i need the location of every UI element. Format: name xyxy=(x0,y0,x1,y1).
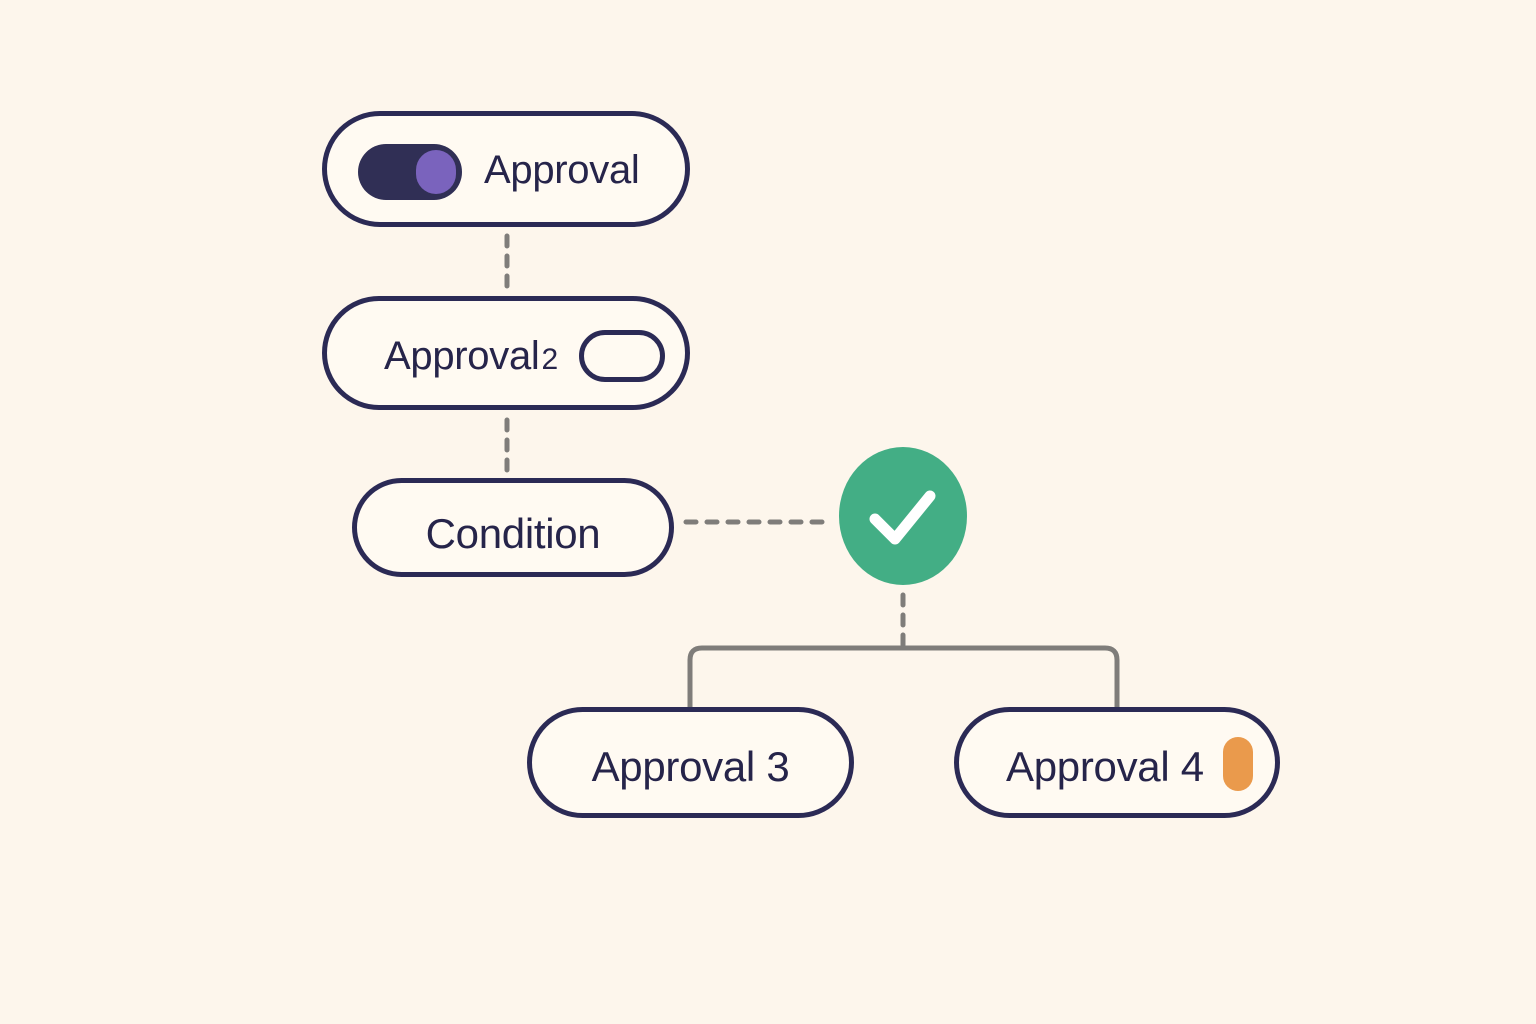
approval-toggle-off[interactable] xyxy=(579,330,665,382)
approval-node-2-label-suffix: 2 xyxy=(541,343,558,376)
check-icon xyxy=(869,490,936,545)
approved-check-node[interactable] xyxy=(839,447,967,585)
approval-node-2[interactable]: Approval2 xyxy=(322,296,690,410)
approval-node-4[interactable]: Approval 4 xyxy=(954,707,1280,818)
approval-node-1-label: Approval xyxy=(484,148,640,192)
approval-node-1[interactable]: Approval xyxy=(322,111,690,227)
branch-connector xyxy=(687,645,1120,707)
approval-node-3[interactable]: Approval 3 xyxy=(527,707,854,818)
approval-node-4-label: Approval 4 xyxy=(1006,743,1204,790)
condition-node-label: Condition xyxy=(425,510,601,557)
toggle-knob xyxy=(416,150,456,194)
approval-node-3-label: Approval 3 xyxy=(591,743,790,790)
orange-status-indicator xyxy=(1223,737,1253,791)
condition-node[interactable]: Condition xyxy=(352,478,674,577)
approval-node-2-label-text: Approval xyxy=(384,334,540,378)
approval-node-2-label: Approval2 xyxy=(384,334,558,379)
approval-toggle-on[interactable] xyxy=(358,144,462,200)
